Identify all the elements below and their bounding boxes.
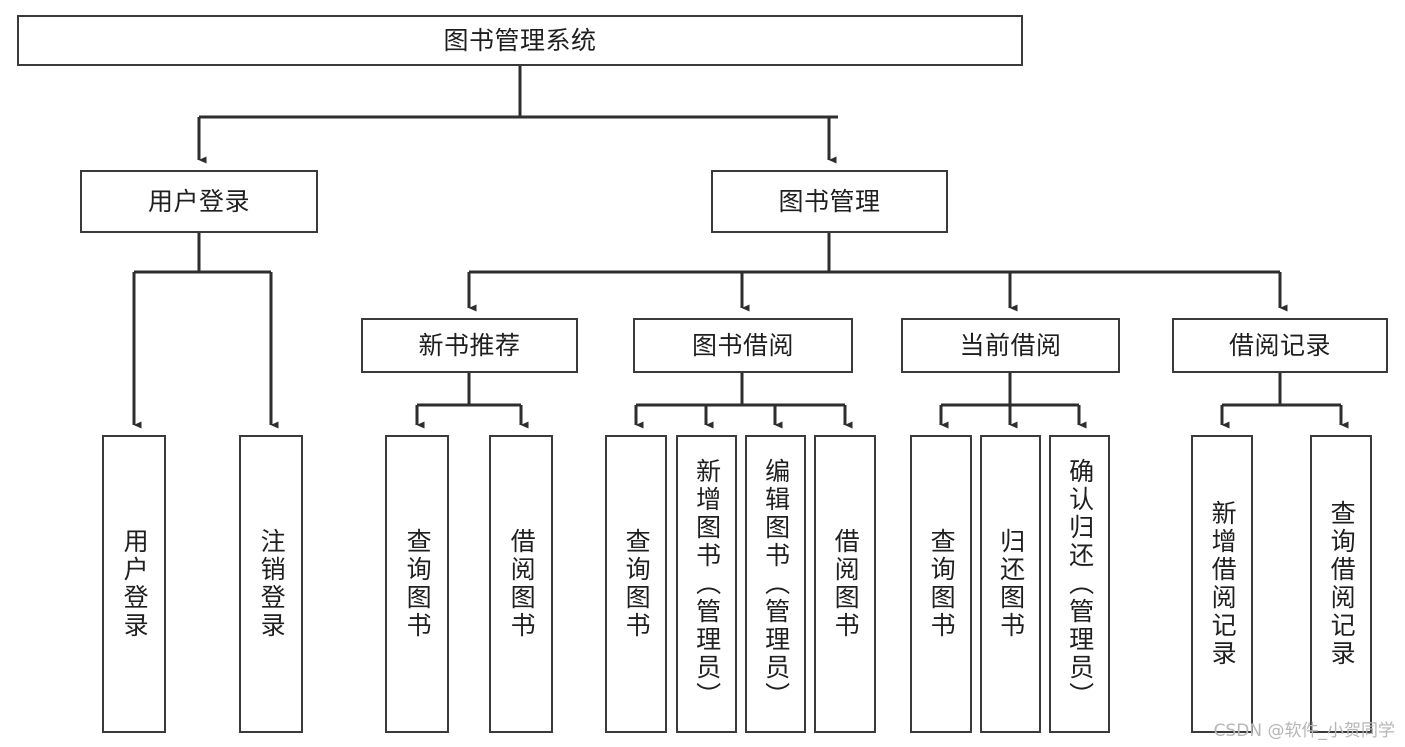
node-book-borrow-label: 图书借阅 — [691, 330, 794, 360]
node-book-management[interactable]: 图书管理 — [711, 170, 948, 233]
node-current-borrow-label: 当前借阅 — [959, 330, 1062, 360]
node-leaf-borrow-book-new[interactable]: 借阅图书 — [489, 435, 553, 733]
node-leaf-user-login-label: 用户登录 — [120, 528, 150, 640]
node-leaf-logout-label: 注销登录 — [257, 528, 287, 640]
node-leaf-edit-book-admin-label: 编辑图书（管理员） — [761, 458, 791, 710]
node-root-label: 图书管理系统 — [443, 25, 597, 55]
node-leaf-query-borrow-record-label: 查询借阅记录 — [1327, 500, 1357, 668]
node-leaf-edit-book-admin[interactable]: 编辑图书（管理员） — [745, 435, 806, 733]
csdn-watermark: CSDN @软件_小贺同学 — [1213, 721, 1395, 741]
node-leaf-return-book[interactable]: 归还图书 — [980, 435, 1041, 733]
node-new-book-recommend[interactable]: 新书推荐 — [361, 318, 578, 373]
node-leaf-borrow-book-label: 借阅图书 — [831, 528, 861, 640]
node-root[interactable]: 图书管理系统 — [17, 15, 1023, 66]
node-user-login[interactable]: 用户登录 — [80, 170, 318, 233]
node-leaf-query-book-new-label: 查询图书 — [403, 528, 433, 640]
node-leaf-logout[interactable]: 注销登录 — [239, 435, 303, 733]
node-new-book-recommend-label: 新书推荐 — [418, 330, 521, 360]
node-leaf-add-book-admin-label: 新增图书（管理员） — [692, 458, 722, 710]
node-leaf-confirm-return-admin[interactable]: 确认归还（管理员） — [1049, 435, 1110, 733]
node-leaf-query-borrow-record[interactable]: 查询借阅记录 — [1310, 435, 1372, 733]
node-book-borrow[interactable]: 图书借阅 — [633, 318, 853, 373]
node-borrow-record[interactable]: 借阅记录 — [1172, 318, 1388, 373]
node-leaf-add-borrow-record[interactable]: 新增借阅记录 — [1191, 435, 1253, 733]
node-leaf-borrow-book-new-label: 借阅图书 — [507, 528, 537, 640]
node-leaf-add-book-admin[interactable]: 新增图书（管理员） — [676, 435, 737, 733]
node-current-borrow[interactable]: 当前借阅 — [901, 318, 1120, 373]
node-borrow-record-label: 借阅记录 — [1228, 330, 1331, 360]
node-leaf-add-borrow-record-label: 新增借阅记录 — [1208, 500, 1238, 668]
node-leaf-query-book-borrow-label: 查询图书 — [622, 528, 652, 640]
node-user-login-label: 用户登录 — [147, 186, 250, 216]
node-leaf-confirm-return-admin-label: 确认归还（管理员） — [1065, 458, 1095, 710]
node-book-management-label: 图书管理 — [778, 186, 881, 216]
node-leaf-return-book-label: 归还图书 — [996, 528, 1026, 640]
node-leaf-borrow-book[interactable]: 借阅图书 — [814, 435, 876, 733]
node-leaf-query-book-new[interactable]: 查询图书 — [385, 435, 449, 733]
node-leaf-query-book-current[interactable]: 查询图书 — [910, 435, 972, 733]
node-leaf-query-book-current-label: 查询图书 — [927, 528, 957, 640]
node-leaf-query-book-borrow[interactable]: 查询图书 — [605, 435, 667, 733]
node-leaf-user-login[interactable]: 用户登录 — [102, 435, 166, 733]
